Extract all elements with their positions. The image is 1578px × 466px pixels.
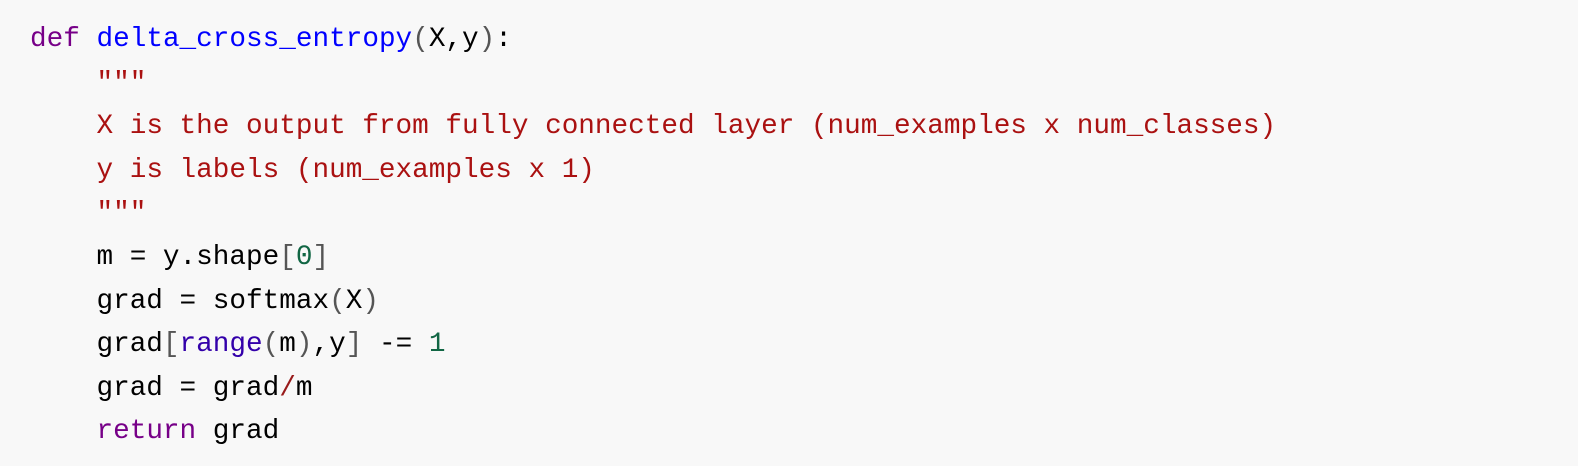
code-token: m bbox=[295, 372, 313, 404]
code-line: m = y.shape[0] bbox=[30, 236, 1276, 280]
code-token: ,y bbox=[312, 329, 346, 361]
bracket-token: [ bbox=[279, 241, 296, 273]
function-name-token: delta_cross_entropy bbox=[96, 24, 413, 55]
code-token bbox=[30, 68, 96, 99]
code-token: X,y bbox=[428, 24, 479, 55]
bracket-token: ) bbox=[295, 329, 313, 361]
code-line: X is the output from fully connected lay… bbox=[30, 105, 1276, 149]
code-token: -= bbox=[362, 329, 429, 361]
code-line: """ bbox=[30, 192, 1276, 236]
code-line: return grad bbox=[30, 410, 1276, 454]
keyword-token: def bbox=[30, 24, 80, 55]
code-token: : bbox=[495, 24, 512, 55]
code-token: grad = softmax bbox=[30, 285, 330, 317]
bracket-token: ) bbox=[478, 24, 496, 55]
string-token: """ bbox=[96, 198, 147, 230]
bracket-token: ( bbox=[329, 285, 346, 317]
builtin-token: range bbox=[179, 329, 263, 361]
code-line: grad[range(m),y] -= 1 bbox=[30, 323, 1276, 367]
string-token: X is the output from fully connected lay… bbox=[96, 111, 1277, 143]
bracket-token: ] bbox=[312, 241, 330, 273]
bracket-token: [ bbox=[162, 329, 180, 361]
code-token: grad bbox=[196, 416, 280, 448]
code-line: def delta_cross_entropy(X,y): bbox=[30, 18, 1276, 62]
code-line: grad = softmax(X) bbox=[30, 280, 1276, 324]
code-line: """ bbox=[30, 62, 1276, 106]
bracket-token: ( bbox=[262, 329, 280, 361]
bracket-token: ) bbox=[362, 285, 379, 317]
number-token: 1 bbox=[428, 329, 446, 361]
code-token bbox=[30, 198, 96, 229]
code-line: y is labels (num_examples x 1) bbox=[30, 149, 1276, 193]
code-block: def delta_cross_entropy(X,y): """ X is t… bbox=[30, 18, 1276, 454]
code-line: grad = grad/m bbox=[30, 367, 1276, 411]
string-token: """ bbox=[96, 67, 147, 99]
keyword-token: return bbox=[96, 416, 197, 448]
bracket-token: ] bbox=[345, 329, 363, 361]
code-token bbox=[30, 155, 96, 186]
bracket-token: ( bbox=[412, 24, 429, 55]
code-token: X bbox=[345, 285, 363, 317]
operator-token: / bbox=[279, 372, 296, 404]
code-token bbox=[30, 111, 96, 142]
code-token bbox=[30, 416, 96, 447]
string-token: y is labels (num_examples x 1) bbox=[96, 154, 595, 186]
code-token: m = y.shape bbox=[30, 241, 280, 273]
code-token bbox=[80, 24, 97, 55]
code-token: grad = grad bbox=[30, 372, 280, 404]
code-token: grad bbox=[30, 329, 163, 361]
number-token: 0 bbox=[295, 241, 313, 273]
code-token: m bbox=[279, 329, 296, 361]
